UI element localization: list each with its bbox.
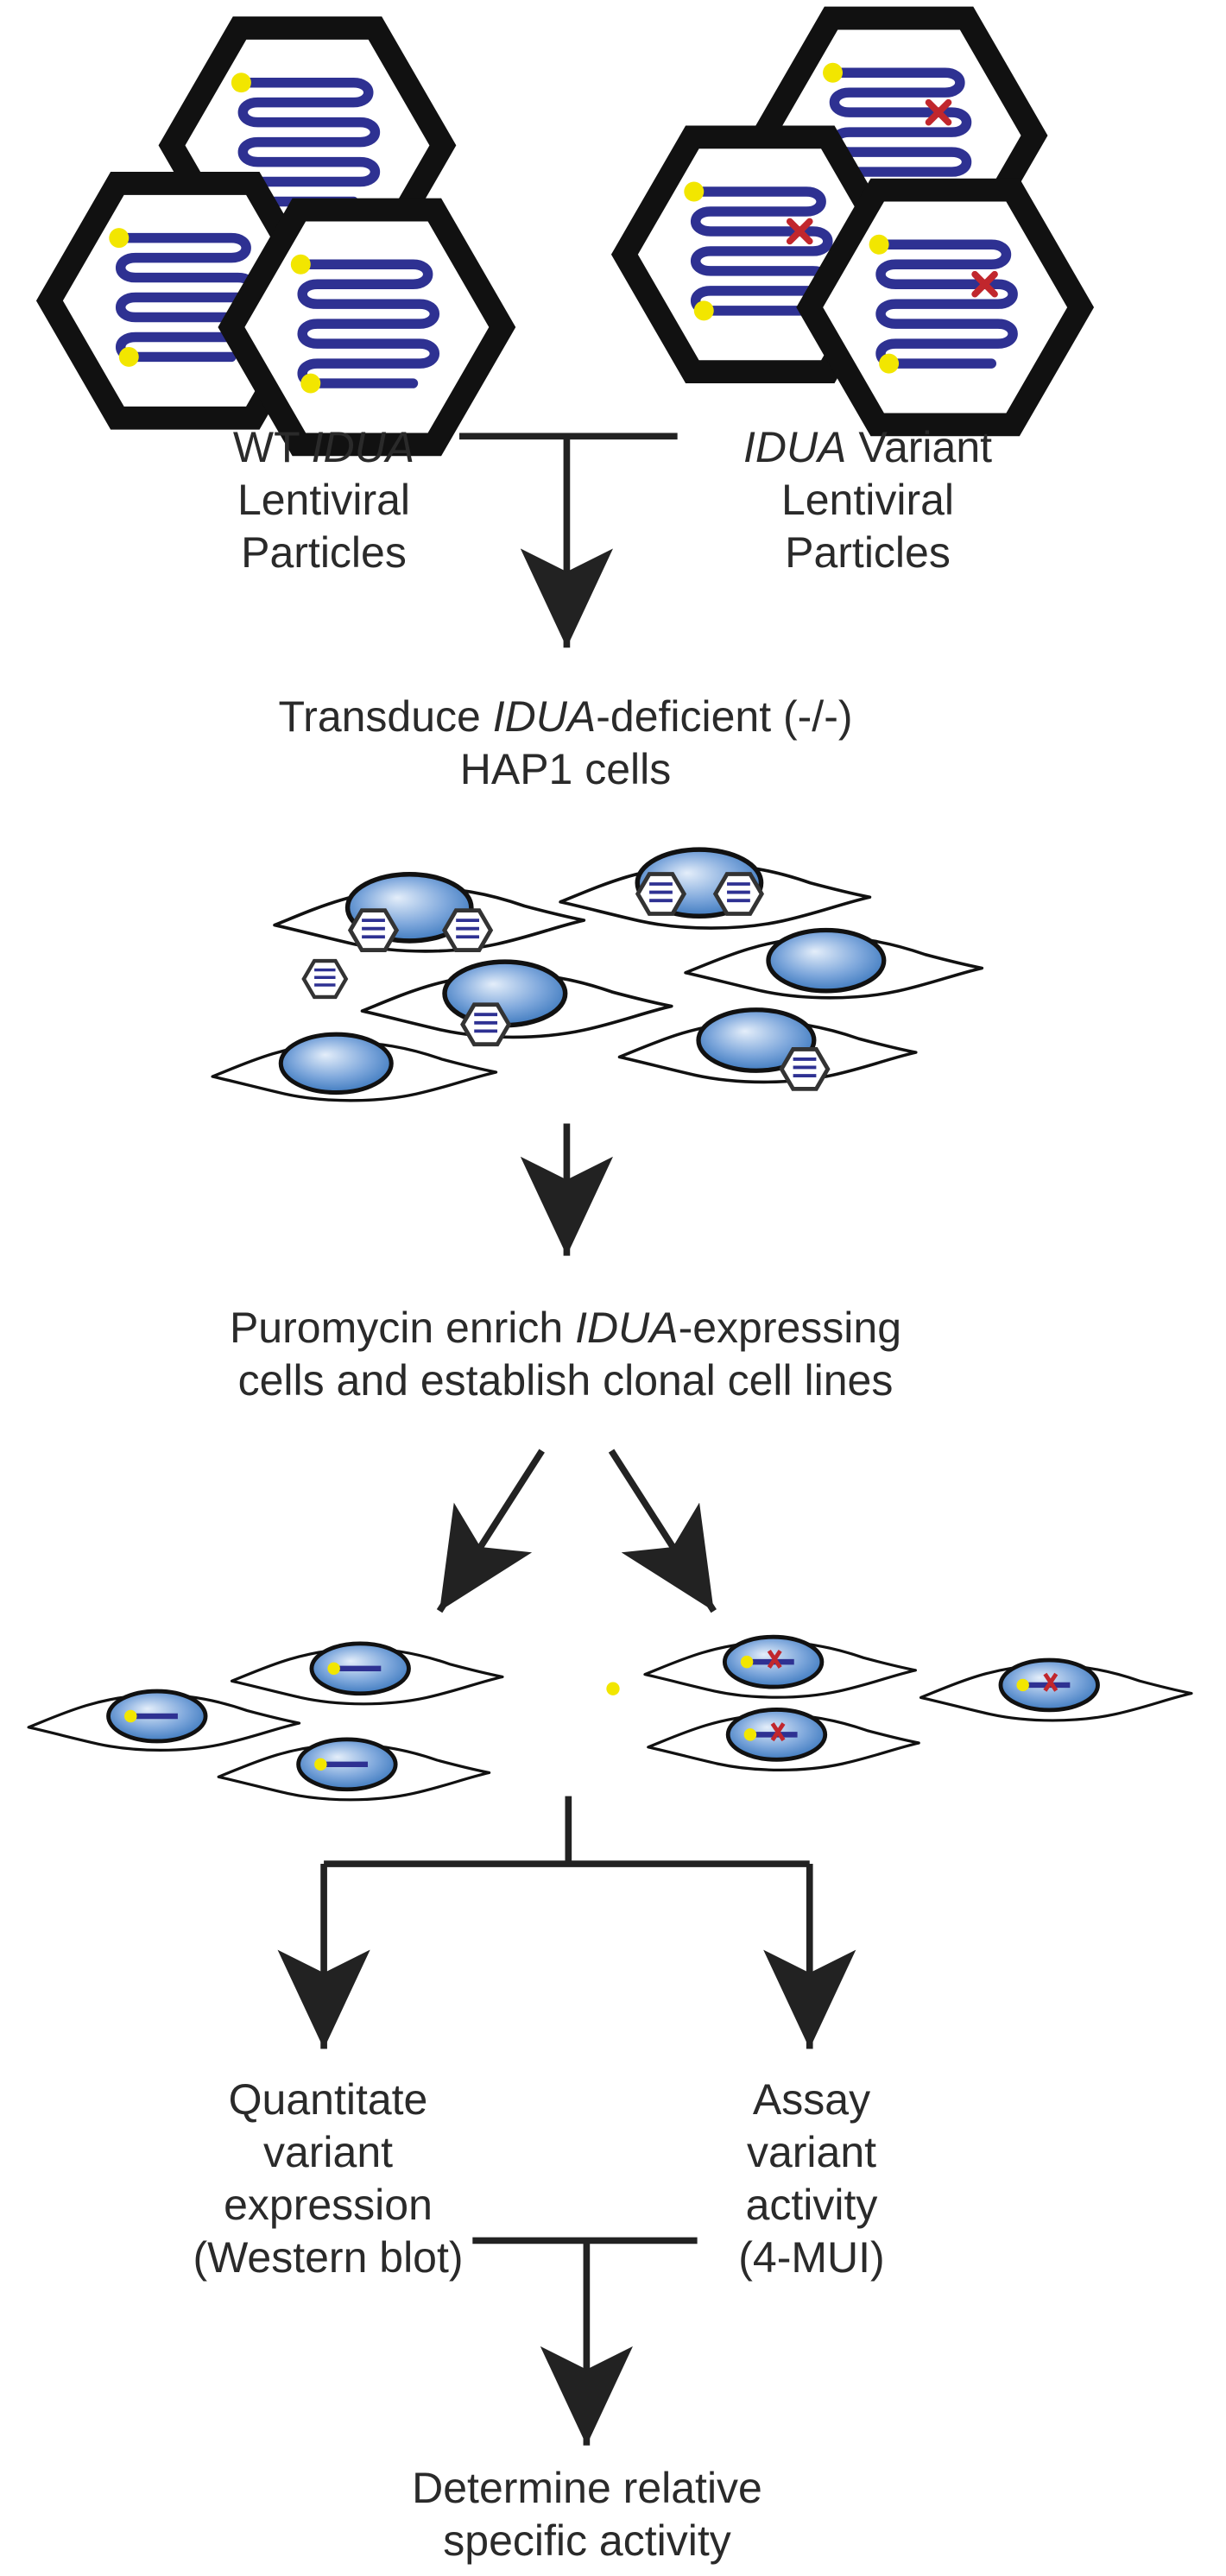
wt-line2: Lentiviral [237,476,411,524]
wt-particles-label: WT IDUA Lentiviral Particles [160,421,488,579]
variant-line3: Particles [785,528,951,577]
quantitate-label: Quantitate variant expression (Western b… [155,2074,501,2284]
assay-label: Assay variant activity (4-MUI) [678,2074,945,2284]
wt-gene: IDUA [311,423,415,471]
arrow-left-split [436,1449,545,1613]
wt-line3: Particles [241,528,407,577]
determine-line1: Determine relative [412,2464,762,2512]
quant-line4: (Western blot) [193,2233,464,2282]
quant-line2: variant [262,2128,394,2176]
assay-line4: (4-MUI) [738,2233,885,2282]
wt-prefix: WT [232,423,312,471]
assay-line2: variant [746,2128,877,2176]
variant-suffix: Variant [846,423,993,471]
variant-line2: Lentiviral [780,476,955,524]
marker-dot [606,1682,620,1695]
assay-line3: activity [745,2181,878,2229]
puro-pre: Puromycin enrich [229,1304,576,1352]
variant-gene: IDUA [743,423,847,471]
clonal-wt-cells [27,1641,504,1802]
assay-line1: Assay [752,2075,871,2124]
determine-line2: specific activity [443,2516,731,2565]
clonal-variant-cells [643,1634,1193,1771]
transduced-cells [211,847,984,1102]
wt-particle-group [49,28,502,445]
transduce-post: -deficient (-/-) [596,692,853,741]
quant-line1: Quantitate [228,2075,428,2124]
transduce-gene: IDUA [492,692,597,741]
transduce-pre: Transduce [278,692,493,741]
puro-gene: IDUA [575,1304,679,1352]
variant-particles-label: IDUA Variant Lentiviral Particles [704,421,1032,579]
variant-particle-group [624,18,1080,425]
determine-label: Determine relative specific activity [285,2462,889,2567]
transduce-line2: HAP1 cells [459,745,672,793]
puro-post: -expressing [678,1304,902,1352]
quant-line3: expression [224,2181,433,2229]
arrow-right-split [608,1449,717,1613]
puromycin-label: Puromycin enrich IDUA-expressing cells a… [86,1302,1045,1407]
transduce-label: Transduce IDUA-deficient (-/-) HAP1 cell… [138,691,993,796]
puro-line2: cells and establish clonal cell lines [237,1356,894,1405]
